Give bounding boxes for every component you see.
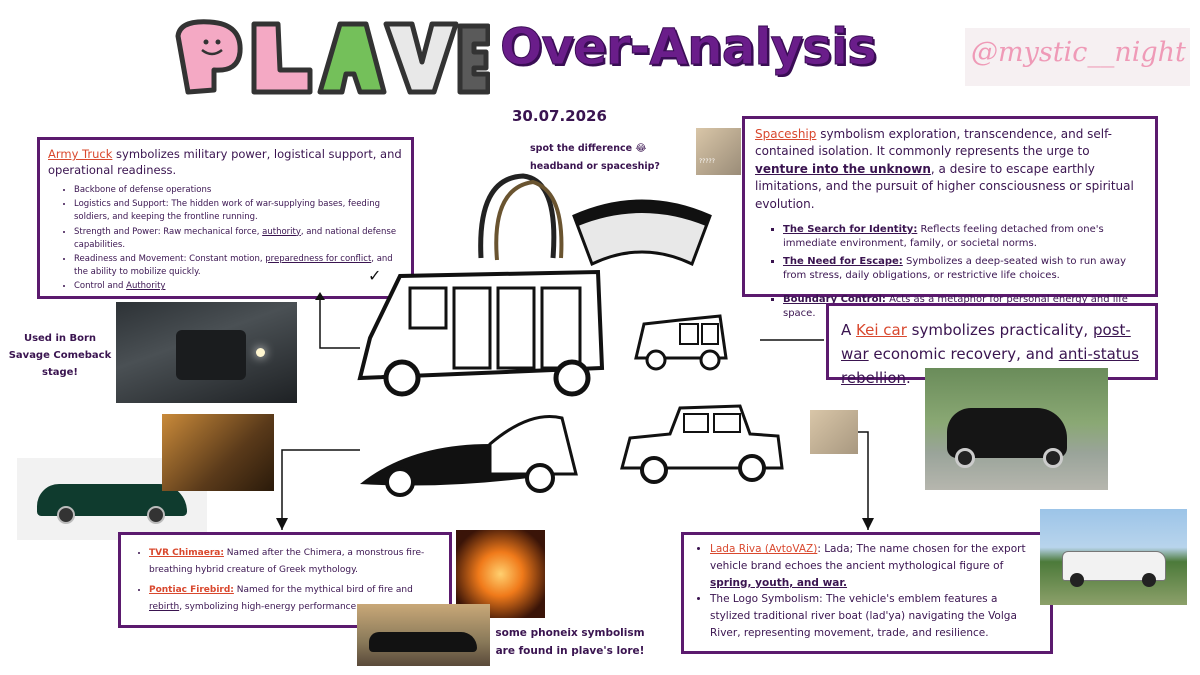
spaceship-panel: Spaceship symbolism exploration, transce…	[742, 116, 1158, 319]
list-item: TVR Chimaera: Named after the Chimera, a…	[149, 545, 439, 579]
spaceship-list: The Search for Identity: Reflects feelin…	[783, 223, 1145, 321]
kei-car-photo	[925, 368, 1108, 490]
checkmark-icon: ✓	[368, 266, 382, 285]
cars-sketch	[357, 269, 784, 497]
kei-car-panel: A Kei car symbolizes practicality, post-…	[826, 303, 1158, 387]
phoenix-art	[456, 530, 545, 618]
chimera-art	[162, 414, 274, 491]
born-savage-note: Used in Born Savage Comeback stage!	[8, 333, 112, 378]
army-truck-list: Backbone of defense operations Logistics…	[74, 184, 403, 293]
headband-sketch	[478, 173, 564, 261]
list-item: The Logo Symbolism: The vehicle's emblem…	[710, 591, 1040, 641]
spaceship-term: Spaceship	[755, 127, 817, 141]
list-item: Boundary Control: Acts as a metaphor for…	[783, 293, 1145, 321]
kei-car-term: Kei car	[856, 321, 907, 339]
lada-riva-term: Lada Riva (AvtoVAZ)	[710, 543, 818, 555]
plave-logo	[175, 19, 490, 95]
army-truck-photo	[116, 302, 297, 403]
list-item: The Search for Identity: Reflects feelin…	[783, 223, 1145, 251]
lada-riva-photo	[1040, 509, 1187, 605]
author-handle: @mystic__night	[965, 28, 1190, 86]
list-item: Pontiac Firebird: Named for the mythical…	[149, 582, 439, 616]
list-item: Control and Authority	[74, 280, 403, 293]
date-label: 30.07.2026	[512, 107, 607, 125]
member-photo	[810, 410, 858, 454]
list-item: Logistics and Support: The hidden work o…	[74, 198, 403, 224]
army-truck-panel: Army Truck symbolizes military power, lo…	[37, 137, 414, 299]
army-truck-term: Army Truck	[48, 147, 113, 161]
phoenix-note: some phoneix symbolism are found in plav…	[495, 627, 645, 658]
list-item: Lada Riva (AvtoVAZ): Lada; The name chos…	[710, 541, 1040, 591]
spaceship-sketch	[572, 199, 712, 267]
lada-riva-panel: Lada Riva (AvtoVAZ): Lada; The name chos…	[681, 532, 1053, 654]
list-item: The Need for Escape: Symbolizes a deep-s…	[783, 255, 1145, 283]
tvr-firebird-panel: TVR Chimaera: Named after the Chimera, a…	[118, 532, 452, 628]
member-photo: ?????	[696, 128, 741, 175]
pontiac-firebird-photo	[357, 604, 490, 666]
list-item: Readiness and Movement: Constant motion,…	[74, 253, 403, 279]
list-item: Strength and Power: Raw mechanical force…	[74, 226, 403, 252]
list-item: Backbone of defense operations	[74, 184, 403, 197]
army-truck-lead: Army Truck symbolizes military power, lo…	[48, 147, 402, 177]
page-title: Over-Analysis	[500, 18, 878, 77]
spaceship-lead: Spaceship symbolism exploration, transce…	[755, 127, 1134, 211]
spot-difference-note: spot the difference 😂 headband or spaces…	[530, 143, 660, 173]
